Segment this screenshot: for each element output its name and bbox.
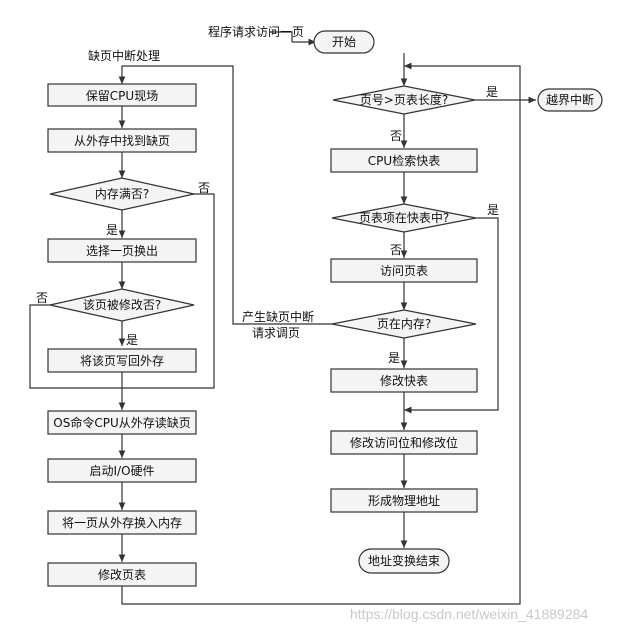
- decision-modified: 该页被修改否?: [49, 288, 195, 322]
- connectors: [29, 31, 536, 605]
- edge-yes-3: 是: [388, 351, 400, 365]
- cpu-search-tlb-label: CPU检索快表: [368, 153, 440, 168]
- select-out-label: 选择一页换出: [86, 244, 158, 258]
- page-fault-title: 缺页中断处理: [88, 48, 160, 63]
- start-node: 开始: [313, 30, 375, 54]
- edge-yes-5: 是: [126, 333, 138, 347]
- edge-fault-2: 请求调页: [252, 326, 300, 340]
- update-tlb-box: 修改快表: [330, 368, 478, 393]
- decision-memory-full: 内存满否?: [49, 177, 195, 211]
- decision-memory-full-label: 内存满否?: [95, 187, 149, 201]
- select-out-box: 选择一页换出: [47, 238, 197, 263]
- tlb-yes-arrow: [404, 217, 499, 414]
- decision-page-gt-len: 页号>页表长度?: [332, 85, 476, 115]
- modified-no-line: [29, 304, 122, 389]
- edge-yes-1: 是: [486, 85, 498, 99]
- access-table-label: 访问页表: [380, 264, 428, 278]
- physical-address-label: 形成物理地址: [368, 494, 440, 508]
- save-cpu-box: 保留CPU现场: [47, 83, 197, 107]
- edge-yes-2: 是: [487, 203, 499, 217]
- entry-label-leader: [270, 31, 293, 42]
- find-page-label: 从外存中找到缺页: [74, 133, 170, 148]
- edge-no-3: 否: [198, 181, 210, 195]
- loop-back-arrow: [121, 62, 521, 605]
- update-table-label: 修改页表: [98, 567, 146, 582]
- update-bits-box: 修改访问位和修改位: [330, 430, 478, 455]
- decision-modified-label: 该页被修改否?: [83, 297, 161, 312]
- edge-no-4: 否: [36, 291, 48, 305]
- find-page-box: 从外存中找到缺页: [47, 128, 197, 153]
- edge-yes-4: 是: [106, 223, 118, 237]
- swap-in-box: 将一页从外存换入内存: [47, 510, 197, 535]
- out-of-bounds-label: 越界中断: [546, 92, 594, 107]
- decision-page-gt-len-label: 页号>页表长度?: [360, 92, 448, 107]
- write-back-box: 将该页写回外存: [47, 348, 197, 373]
- watermark: https://blog.csdn.net/weixin_41889284: [350, 606, 588, 622]
- update-table-box: 修改页表: [47, 562, 197, 587]
- mem-no-arrow: [118, 65, 332, 325]
- os-command-label: OS命令CPU从外存读缺页: [53, 415, 190, 430]
- decision-in-memory: 页在内存?: [331, 309, 477, 339]
- start-io-box: 启动I/O硬件: [47, 458, 197, 483]
- start-io-label: 启动I/O硬件: [89, 464, 154, 478]
- update-tlb-label: 修改快表: [380, 373, 428, 388]
- decision-in-tlb-label: 页表项在快表中?: [359, 210, 449, 225]
- end-label: 地址变换结束: [368, 553, 440, 568]
- edge-no-2: 否: [390, 243, 402, 257]
- out-of-bounds-node: 越界中断: [537, 88, 603, 112]
- decision-in-tlb: 页表项在快表中?: [331, 203, 477, 233]
- update-bits-label: 修改访问位和修改位: [350, 435, 458, 450]
- edge-no-1: 否: [390, 129, 402, 143]
- physical-address-box: 形成物理地址: [330, 488, 478, 513]
- full-no-line: [122, 193, 215, 389]
- start-label: 开始: [332, 35, 356, 49]
- access-table-box: 访问页表: [330, 258, 478, 283]
- swap-in-label: 将一页从外存换入内存: [62, 516, 182, 530]
- edge-fault-1: 产生缺页中断: [242, 309, 314, 324]
- entry-label: 程序请求访问一页: [208, 24, 304, 39]
- os-command-box: OS命令CPU从外存读缺页: [47, 410, 197, 435]
- cpu-search-tlb-box: CPU检索快表: [330, 148, 478, 173]
- end-node: 地址变换结束: [358, 548, 450, 574]
- decision-in-memory-label: 页在内存?: [377, 317, 431, 331]
- write-back-label: 将该页写回外存: [80, 354, 164, 368]
- save-cpu-label: 保留CPU现场: [86, 89, 158, 103]
